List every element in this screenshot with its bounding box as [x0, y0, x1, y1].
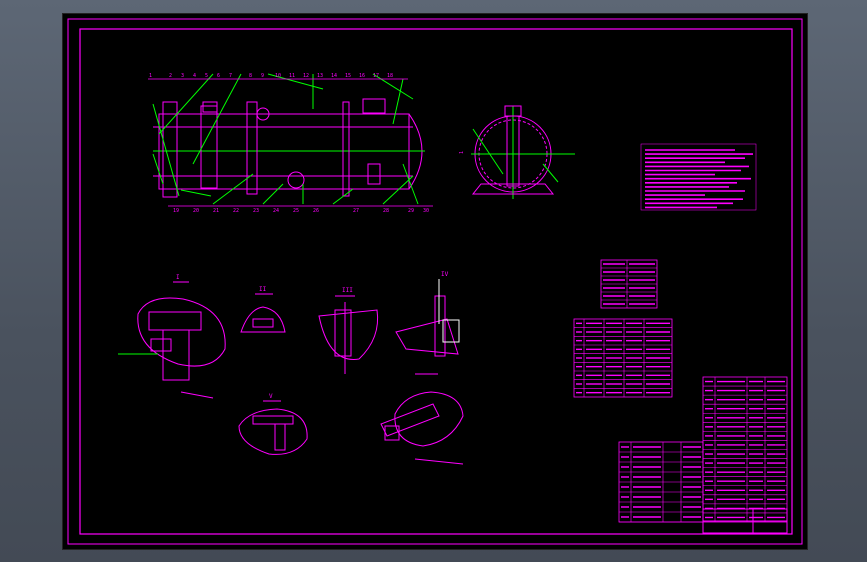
svg-text:15: 15	[345, 73, 351, 79]
svg-text:1: 1	[149, 73, 152, 79]
svg-text:28: 28	[383, 208, 389, 214]
svg-text:I: I	[176, 274, 180, 281]
svg-text:30: 30	[423, 208, 429, 214]
svg-text:9: 9	[261, 73, 264, 79]
svg-text:5: 5	[205, 73, 208, 79]
svg-text:10: 10	[275, 73, 281, 79]
svg-text:21: 21	[213, 208, 219, 214]
svg-text:22: 22	[233, 208, 239, 214]
svg-text:24: 24	[273, 208, 279, 214]
svg-text:1: 1	[459, 151, 465, 154]
svg-text:7: 7	[229, 73, 232, 79]
svg-text:14: 14	[331, 73, 337, 79]
title-block	[702, 508, 788, 534]
detail-view-I[interactable]: I	[118, 274, 226, 399]
svg-text:16: 16	[359, 73, 365, 79]
detail-view-V[interactable]: V	[238, 393, 308, 455]
svg-text:II: II	[259, 286, 267, 293]
design-data-table	[600, 259, 658, 309]
svg-text:27: 27	[353, 208, 359, 214]
svg-text:17: 17	[373, 73, 379, 79]
outer-frame	[67, 18, 803, 545]
detail-view-II[interactable]: II	[240, 286, 286, 333]
nozzle-schedule-table	[573, 318, 673, 398]
svg-text:23: 23	[253, 208, 259, 214]
svg-text:29: 29	[408, 208, 414, 214]
svg-text:25: 25	[293, 208, 299, 214]
svg-text:12: 12	[303, 73, 309, 79]
svg-text:19: 19	[173, 208, 179, 214]
svg-text:V: V	[269, 393, 273, 400]
svg-text:III: III	[342, 287, 353, 294]
technical-requirements-block	[640, 143, 757, 211]
svg-text:13: 13	[317, 73, 323, 79]
svg-text:6: 6	[217, 73, 220, 79]
svg-text:18: 18	[387, 73, 393, 79]
svg-text:8: 8	[249, 73, 252, 79]
svg-text:IV: IV	[441, 271, 449, 278]
inner-frame	[79, 28, 793, 535]
svg-text:26: 26	[313, 208, 319, 214]
detail-view-III[interactable]: III	[318, 287, 379, 374]
svg-text:20: 20	[193, 208, 199, 214]
end-view[interactable]: 1	[459, 105, 575, 199]
svg-text:4: 4	[193, 73, 196, 79]
parts-list-table	[618, 376, 788, 523]
svg-text:3: 3	[181, 73, 184, 79]
detail-view-IV[interactable]: IV	[395, 271, 460, 375]
svg-text:11: 11	[289, 73, 295, 79]
detail-view-VI[interactable]	[380, 391, 464, 465]
svg-text:2: 2	[169, 73, 172, 79]
